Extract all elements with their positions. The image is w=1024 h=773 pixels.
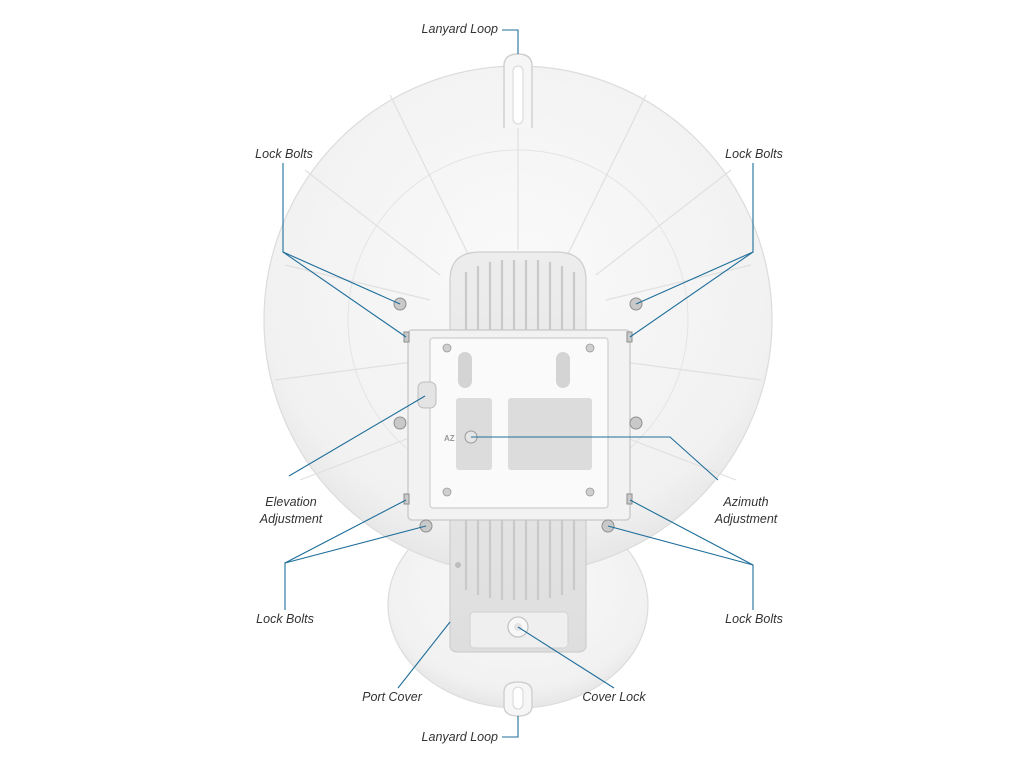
lock-bolt [403, 493, 410, 505]
callout-line-port-cover [397, 621, 451, 689]
lanyard-loop-bottom [503, 681, 533, 717]
lanyard-loop-top [503, 53, 533, 128]
label-elevation-line1: Elevation [265, 495, 317, 509]
label-lock-bolts-top-right: Lock Bolts [725, 147, 783, 161]
lock-bolt [629, 416, 643, 430]
callout-lines [282, 29, 754, 738]
label-lanyard-loop-bottom: Lanyard Loop [421, 730, 498, 744]
label-azimuth-line2: Adjustment [714, 512, 778, 526]
lock-bolt [626, 331, 633, 343]
callout-line-elevation [288, 395, 426, 477]
lock-bolt [403, 331, 410, 343]
callout-line-cover-lock [517, 626, 615, 689]
mounting-bracket: AZ [407, 329, 631, 521]
label-lock-bolts-bottom-left: Lock Bolts [256, 612, 314, 626]
elevation-knob [417, 381, 437, 409]
lock-bolt [626, 493, 633, 505]
callout-line-lanyard-top [502, 29, 519, 54]
label-elevation-adjustment: Elevation Adjustment [260, 494, 323, 528]
label-elevation-line2: Adjustment [259, 512, 323, 526]
callout-line-lanyard-bottom [502, 716, 519, 738]
az-marking: AZ [444, 434, 455, 443]
callout-line-azimuth [471, 436, 719, 481]
label-cover-lock: Cover Lock [582, 690, 646, 704]
label-azimuth-adjustment: Azimuth Adjustment [715, 494, 778, 528]
label-lock-bolts-top-left: Lock Bolts [255, 147, 313, 161]
label-port-cover: Port Cover [362, 690, 422, 704]
label-lock-bolts-bottom-right: Lock Bolts [725, 612, 783, 626]
label-lanyard-loop-top: Lanyard Loop [421, 22, 498, 36]
lock-bolt [393, 416, 407, 430]
label-azimuth-line1: Azimuth [723, 495, 769, 509]
